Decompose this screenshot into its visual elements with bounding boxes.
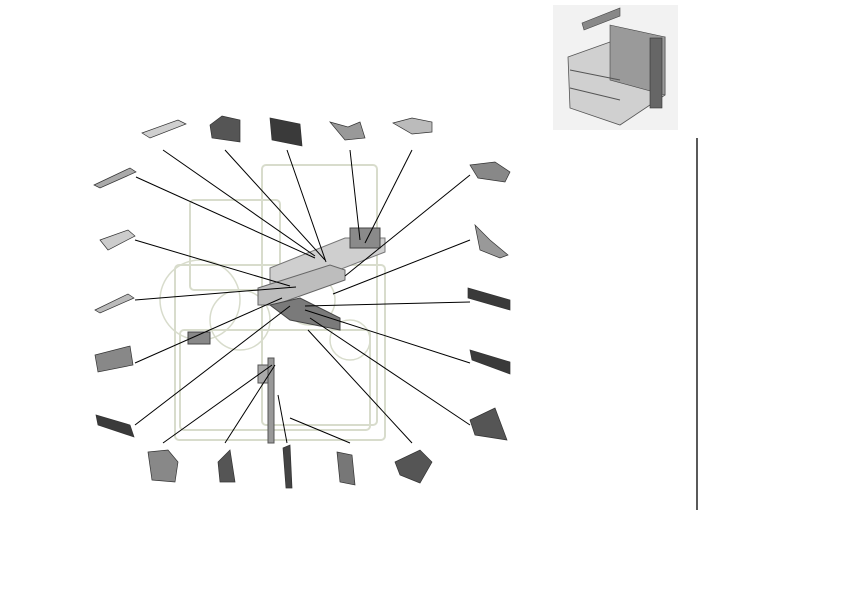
connector-block bbox=[94, 345, 134, 373]
thumbnail-top-bar bbox=[581, 7, 621, 31]
ghost-frame-hole bbox=[159, 259, 241, 341]
angled-bracket bbox=[329, 121, 366, 141]
leader-line bbox=[349, 149, 361, 241]
thumbnail-shelf bbox=[569, 69, 621, 81]
lower-bracket bbox=[268, 297, 341, 331]
angled-plate bbox=[99, 229, 136, 251]
narrow-plate bbox=[94, 293, 135, 314]
vertical-rail-part bbox=[282, 444, 293, 489]
hinge-bracket bbox=[336, 451, 356, 486]
leader-line bbox=[134, 305, 291, 426]
top-right-bracket bbox=[349, 227, 381, 249]
leader-line bbox=[134, 297, 283, 364]
highlighted-frame-assembly bbox=[187, 227, 386, 444]
ghost-frame-panel bbox=[179, 329, 371, 431]
side-plate bbox=[217, 449, 236, 483]
leader-line bbox=[332, 239, 471, 295]
leader-line bbox=[307, 329, 413, 444]
leader-line bbox=[309, 317, 471, 426]
leader-line bbox=[134, 286, 297, 301]
assembly-thumbnail bbox=[553, 5, 678, 130]
cover-bracket bbox=[209, 115, 241, 143]
thumbnail-side-column bbox=[649, 37, 663, 109]
lower-rail bbox=[95, 414, 135, 438]
leader-line bbox=[134, 239, 291, 287]
leader-line bbox=[162, 364, 273, 444]
leader-line bbox=[162, 149, 316, 257]
leader-line bbox=[364, 149, 413, 244]
vertical-rail bbox=[267, 357, 275, 444]
l-bracket bbox=[469, 161, 511, 183]
leader-lines bbox=[134, 149, 471, 444]
leader-line bbox=[277, 394, 288, 444]
exploded-parts bbox=[93, 115, 511, 489]
flat-plate bbox=[141, 119, 187, 139]
wire-guide bbox=[474, 223, 509, 259]
leader-line bbox=[304, 309, 471, 364]
box-bracket bbox=[147, 449, 179, 483]
ghost-frame-panel bbox=[189, 199, 281, 291]
ghost-connector bbox=[187, 331, 211, 345]
leader-line bbox=[304, 301, 471, 307]
thumbnail-shelf bbox=[569, 87, 621, 101]
leader-line bbox=[224, 149, 326, 261]
rail-plate bbox=[93, 167, 137, 189]
comb-guide-lower bbox=[469, 349, 511, 375]
middle-crossmember bbox=[257, 264, 346, 306]
chute-bracket bbox=[394, 449, 433, 484]
curved-cover bbox=[392, 117, 433, 135]
leader-line bbox=[286, 149, 327, 263]
dark-panel bbox=[269, 117, 303, 147]
comb-guide-upper bbox=[467, 287, 511, 311]
ghost-frame-hole bbox=[209, 289, 271, 351]
leader-line bbox=[344, 174, 471, 277]
leader-line bbox=[135, 176, 316, 259]
leader-line bbox=[224, 364, 276, 444]
grid-cover bbox=[469, 407, 508, 441]
ghost-frame-hole bbox=[329, 319, 371, 361]
leader-line bbox=[289, 417, 351, 444]
